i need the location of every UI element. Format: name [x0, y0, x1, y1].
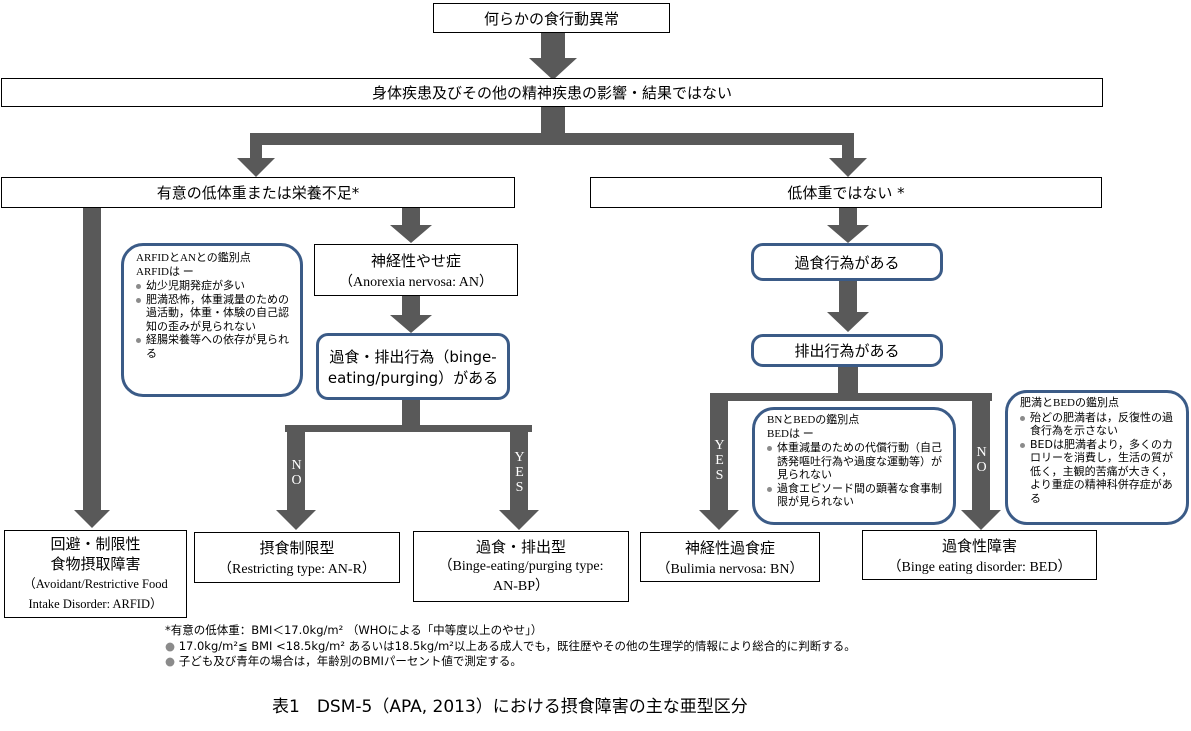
- node-title: 食物摂取障害: [50, 555, 141, 573]
- arrow-to-an: [390, 208, 432, 243]
- node-line: 過食・排出行為（binge-: [329, 347, 497, 366]
- arrow-to-bed: [961, 393, 1001, 530]
- node-english: （Restricting type: AN-R）: [218, 562, 376, 577]
- note-title: ARFIDとANとの鑑別点: [136, 252, 251, 264]
- arrow-to-binge-question: [827, 208, 869, 243]
- note-obesity-vs-bed: 肥満とBEDの鑑別点 殆どの肥満者は，反復性の過食行為を示さない BEDは肥満者…: [1005, 390, 1189, 525]
- node-arfid: 回避・制限性 食物摂取障害 （Avoidant/Restrictive Food…: [4, 530, 187, 618]
- note-bullet: BEDは肥満者より，多くのカロリーを消費し，生活の質が低く，主観的苦痛が大きく，…: [1020, 438, 1178, 506]
- caption-text: 表1 DSM-5（APA, 2013）における摂食障害の主な亜型区分: [272, 697, 748, 717]
- footnotes: *有意の低体重：BMI＜17.0kg/m² （WHOによる「中等度以上のやせ」）…: [165, 623, 856, 670]
- node-title: 過食・排出型: [475, 537, 566, 556]
- node-low-weight: 有意の低体重または栄養不足*: [1, 177, 515, 208]
- node-english: AN-BP）: [492, 578, 549, 594]
- arrow-to-an-bp: [499, 425, 539, 530]
- node-english: Intake Disorder: ARFID）: [28, 597, 163, 611]
- node-english: （Avoidant/Restrictive Food: [23, 577, 168, 591]
- node-root: 何らかの食行動異常: [433, 3, 670, 33]
- note-bullet: 体重減量のための代償行動（自己誘発嘔吐行為や過度な運動等）が見られない: [767, 441, 945, 482]
- arrow-to-purge-question: [827, 281, 869, 332]
- footnote-text: 17.0kg/m²≦ BMI <18.5kg/m² あるいは18.5kg/m²以…: [178, 638, 856, 653]
- note-bullet: 過食エピソード間の顕著な食事制限が見られない: [767, 482, 945, 509]
- node-title: 過食性障害: [941, 536, 1017, 555]
- note-bullet: 殆どの肥満者は，反復性の過食行為を示さない: [1020, 411, 1178, 438]
- node-line: eating/purging）がある: [327, 368, 499, 387]
- node-binge-purge-question: 過食・排出行為（binge- eating/purging）がある: [316, 333, 510, 400]
- node-not-low-weight-text: 低体重ではない *: [787, 184, 905, 202]
- connector-an-split-bar: [285, 425, 532, 432]
- note-bullet: 幼少児期発症が多い: [136, 279, 292, 293]
- node-an-r: 摂食制限型 （Restricting type: AN-R）: [194, 532, 400, 583]
- node-title: 神経性過食症: [684, 538, 775, 557]
- node-english: （Bulimia nervosa: BN）: [656, 561, 804, 577]
- branch-label-bn-yes: YES: [710, 438, 728, 489]
- branch-label-an-no: NO: [287, 458, 305, 494]
- branch-label-an-yes: YES: [510, 450, 528, 501]
- note-title: 肥満とBEDの鑑別点: [1020, 397, 1119, 409]
- node-exclusion-text: 身体疾患及びその他の精神疾患の影響・結果ではない: [371, 84, 732, 102]
- figure-caption: 表1 DSM-5（APA, 2013）における摂食障害の主な亜型区分: [272, 692, 748, 717]
- label-text: YES: [712, 438, 727, 483]
- note-bullet-list: 幼少児期発症が多い 肥満恐怖，体重減量のための過活動，体重・体験の自己認知の歪み…: [136, 279, 292, 360]
- arrow-to-low-weight: [237, 133, 275, 177]
- note-subtitle: ARFIDは ー: [136, 265, 194, 278]
- note-bullet-list: 体重減量のための代償行動（自己誘発嘔吐行為や過度な運動等）が見られない 過食エピ…: [767, 441, 945, 509]
- node-title: 神経性やせ症: [370, 251, 461, 270]
- note-arfid-vs-an: ARFIDとANとの鑑別点 ARFIDは ー 幼少児期発症が多い 肥満恐怖，体重…: [121, 243, 303, 397]
- connector-an-stem: [402, 399, 420, 425]
- node-text: 排出行為がある: [794, 342, 900, 360]
- note-bullet-list: 殆どの肥満者は，反復性の過食行為を示さない BEDは肥満者より，多くのカロリーを…: [1020, 411, 1178, 506]
- note-bullet: 経腸栄養等への依存が見られる: [136, 333, 292, 360]
- connector-bn-stem: [838, 366, 858, 394]
- label-text: NO: [289, 458, 304, 488]
- node-english: （Binge eating disorder: BED）: [887, 559, 1072, 575]
- node-title: 回避・制限性: [50, 535, 141, 553]
- arrow-to-arfid: [74, 208, 110, 528]
- node-english: （Binge-eating/purging type:: [438, 558, 604, 574]
- node-bed: 過食性障害 （Binge eating disorder: BED）: [862, 530, 1097, 580]
- node-english: （Anorexia nervosa: AN）: [339, 274, 493, 290]
- bullet-icon: ●: [165, 638, 176, 653]
- arrow-root-to-exclusion: [529, 32, 577, 80]
- node-root-text: 何らかの食行動異常: [483, 9, 619, 28]
- node-exclusion: 身体疾患及びその他の精神疾患の影響・結果ではない: [1, 78, 1103, 107]
- node-low-weight-text: 有意の低体重または栄養不足*: [156, 184, 360, 202]
- note-bn-vs-bed: BNとBEDの鑑別点 BEDは ー 体重減量のための代償行動（自己誘発嘔吐行為や…: [752, 407, 956, 525]
- node-title: 摂食制限型: [259, 539, 335, 557]
- arrow-to-binge-purge-question: [390, 296, 432, 333]
- node-not-low-weight: 低体重ではない *: [590, 177, 1102, 208]
- footnote-line: *有意の低体重：BMI＜17.0kg/m² （WHOによる「中等度以上のやせ」）: [165, 623, 543, 637]
- footnote-text: 子ども及び青年の場合は，年齢別のBMIパーセント値で測定する。: [178, 654, 522, 668]
- node-text: 過食行為がある: [794, 253, 900, 272]
- node-anorexia-nervosa: 神経性やせ症 （Anorexia nervosa: AN）: [314, 244, 518, 296]
- note-subtitle: BEDは ー: [767, 427, 814, 440]
- footnote-line: ● 17.0kg/m²≦ BMI <18.5kg/m² あるいは18.5kg/m…: [165, 639, 856, 655]
- note-title: BNとBEDの鑑別点: [767, 414, 860, 426]
- label-text: NO: [974, 445, 989, 475]
- connector-top-split-bar: [250, 133, 854, 145]
- note-bullet: 肥満恐怖，体重減量のための過活動，体重・体験の自己認知の歪みが見られない: [136, 293, 292, 334]
- arrow-to-an-r: [276, 425, 316, 530]
- bullet-icon: ●: [165, 654, 176, 668]
- arrow-to-bn: [699, 393, 739, 530]
- footnote-line: ● 子ども及び青年の場合は，年齢別のBMIパーセント値で測定する。: [165, 654, 856, 670]
- branch-label-bed-no: NO: [972, 445, 990, 481]
- node-an-bp: 過食・排出型 （Binge-eating/purging type: AN-BP…: [413, 531, 629, 602]
- node-purge-question: 排出行為がある: [751, 334, 943, 367]
- arrow-to-not-low-weight: [829, 133, 867, 177]
- label-text: YES: [512, 450, 527, 495]
- node-bulimia-nervosa: 神経性過食症 （Bulimia nervosa: BN）: [640, 532, 820, 582]
- connector-exclusion-stem: [541, 106, 565, 136]
- connector-bn-split-bar: [710, 393, 992, 401]
- node-binge-question: 過食行為がある: [751, 243, 943, 281]
